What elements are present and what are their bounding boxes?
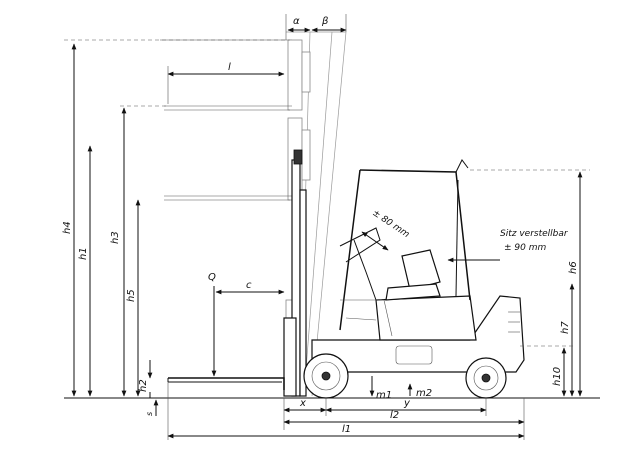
x-label: x (299, 398, 306, 409)
s-label: s (145, 412, 154, 416)
h2-label: h2 (138, 379, 149, 392)
h3-label: h3 (110, 231, 121, 244)
q-label: Q (208, 272, 216, 283)
h4-label: h4 (62, 221, 73, 234)
seat-note-line2: ± 90 mm (504, 243, 546, 253)
l1-label: l1 (342, 424, 351, 435)
h7-label: h7 (560, 321, 571, 334)
steering-tilt-arrow (361, 231, 389, 251)
l-label: l (228, 62, 231, 73)
m1-label: m1 (376, 390, 392, 401)
beta-label: β (321, 16, 329, 27)
y-label: y (403, 398, 411, 409)
steering-tilt-label: ± 80 mm (370, 208, 411, 240)
h10-label: h10 (552, 367, 563, 386)
alpha-label: α (293, 16, 300, 27)
m2-label: m2 (416, 388, 432, 399)
h6-label: h6 (568, 261, 579, 274)
h5-label: h5 (126, 289, 137, 302)
mast (167, 149, 307, 397)
seat-note-line1: Sitz verstellbar (500, 229, 569, 239)
forklift-body (303, 159, 525, 399)
h1-label: h1 (78, 247, 89, 260)
l2-label: l2 (390, 410, 399, 421)
c-label: c (246, 280, 252, 291)
